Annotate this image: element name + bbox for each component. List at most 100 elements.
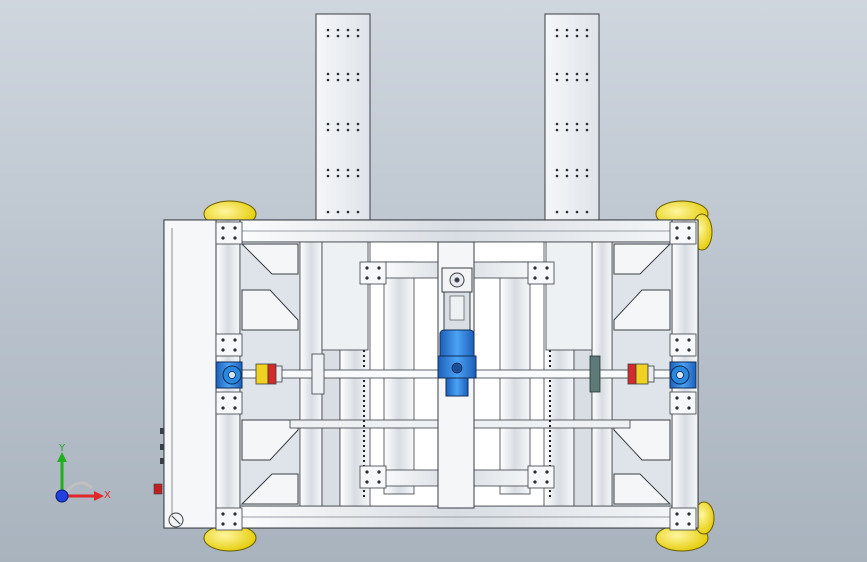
fork-hole xyxy=(565,78,569,82)
bolt-hole xyxy=(233,236,237,240)
fork-hole xyxy=(575,174,579,178)
bolt-hole xyxy=(533,276,537,280)
y-axis-arrow xyxy=(57,452,67,462)
corner-bracket xyxy=(669,333,697,357)
fork-hole xyxy=(336,174,340,178)
fork-hole xyxy=(575,168,579,172)
corner-bracket xyxy=(669,507,697,531)
bolt-hole xyxy=(233,406,237,410)
bolt-hole xyxy=(687,406,691,410)
fork-hole xyxy=(555,28,559,32)
fork-hole xyxy=(346,128,350,132)
fork-hole xyxy=(336,72,340,76)
fork-hole xyxy=(575,128,579,132)
fork-hole xyxy=(565,122,569,126)
bolt-hole xyxy=(533,470,537,474)
bolt-hole xyxy=(675,406,679,410)
bolt-hole xyxy=(221,226,225,230)
bolt-hole xyxy=(687,396,691,400)
fork-hole xyxy=(585,168,589,172)
fork-hole xyxy=(585,174,589,178)
fork-carriage-right xyxy=(545,241,593,351)
corner-brackets xyxy=(215,221,697,531)
fork-hole xyxy=(565,28,569,32)
bolt-hole xyxy=(533,266,537,270)
fork-hole xyxy=(555,78,559,82)
fork-hole xyxy=(555,122,559,126)
bolt-hole xyxy=(233,338,237,342)
bolt-hole xyxy=(377,276,381,280)
bolt-hole xyxy=(675,236,679,240)
fork-hole xyxy=(575,210,579,214)
bolt-hole xyxy=(365,480,369,484)
bolt-hole xyxy=(687,522,691,526)
bolt-hole xyxy=(545,470,549,474)
fork-hole xyxy=(565,128,569,132)
bolt-hole xyxy=(221,512,225,516)
fork-hole xyxy=(555,72,559,76)
fork-hole xyxy=(555,174,559,178)
bolt-hole xyxy=(675,512,679,516)
corner-bracket xyxy=(215,391,243,415)
fork-hole xyxy=(346,210,350,214)
bolt-hole xyxy=(233,512,237,516)
fork-right xyxy=(544,13,600,223)
bolt-hole xyxy=(687,236,691,240)
shaft-collar-left xyxy=(255,363,283,385)
corner-bracket xyxy=(527,261,555,285)
fork-hole xyxy=(336,34,340,38)
fork-carriage-left xyxy=(321,241,369,351)
axis-triad: Y X xyxy=(55,443,111,503)
bolt-hole xyxy=(687,338,691,342)
bolt-hole xyxy=(675,348,679,352)
fork-hole xyxy=(585,122,589,126)
fork-hole xyxy=(336,28,340,32)
bolt-hole xyxy=(221,338,225,342)
fork-hole xyxy=(326,28,330,32)
bolt-hole xyxy=(233,348,237,352)
bolt-hole xyxy=(233,522,237,526)
fork-hole xyxy=(356,168,360,172)
fork-hole xyxy=(346,122,350,126)
side-panel-controls xyxy=(153,428,184,528)
fork-hole xyxy=(336,168,340,172)
wheel-bottom-right xyxy=(655,501,715,552)
fork-hole xyxy=(356,72,360,76)
fork-hole xyxy=(336,210,340,214)
bolt-hole xyxy=(233,226,237,230)
fork-hole xyxy=(326,168,330,172)
fork-hole xyxy=(585,34,589,38)
corner-bracket xyxy=(215,507,243,531)
y-axis-label: Y xyxy=(58,443,66,454)
fork-hole xyxy=(356,34,360,38)
fork-hole xyxy=(356,122,360,126)
fork-hole xyxy=(326,34,330,38)
shaft-collar-right xyxy=(627,363,655,385)
pillow-block-right xyxy=(589,355,601,393)
x-axis-arrow xyxy=(94,491,104,501)
bolt-hole xyxy=(675,396,679,400)
fork-hole xyxy=(326,210,330,214)
bolt-hole xyxy=(687,226,691,230)
fork-hole xyxy=(346,34,350,38)
fork-hole xyxy=(585,72,589,76)
bolt-hole xyxy=(221,406,225,410)
fork-hole xyxy=(326,128,330,132)
bolt-hole xyxy=(221,522,225,526)
corner-bracket xyxy=(215,333,243,357)
x-axis-label: X xyxy=(104,490,111,501)
fork-hole xyxy=(575,78,579,82)
corner-bracket xyxy=(215,221,243,245)
bolt-hole xyxy=(687,348,691,352)
fork-hole xyxy=(346,72,350,76)
fork-hole xyxy=(336,122,340,126)
corner-bracket xyxy=(527,465,555,489)
corner-bracket xyxy=(669,391,697,415)
fork-hole xyxy=(326,78,330,82)
bolt-hole xyxy=(687,512,691,516)
fork-hole xyxy=(575,122,579,126)
fork-hole xyxy=(565,210,569,214)
bolt-hole xyxy=(233,396,237,400)
corner-gussets xyxy=(240,243,672,505)
